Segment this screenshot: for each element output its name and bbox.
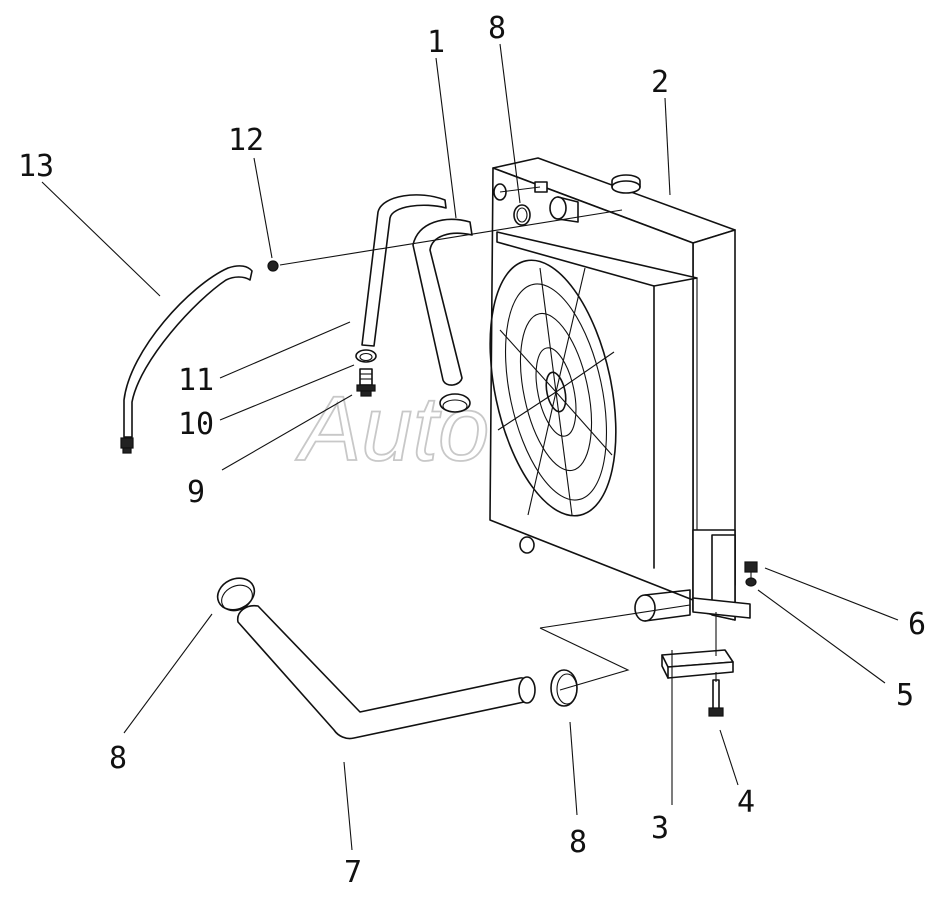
callout-11: 11 bbox=[178, 363, 214, 398]
callout-1: 1 bbox=[427, 25, 445, 60]
clamp-upper-small bbox=[493, 183, 531, 226]
washer-part-5 bbox=[745, 577, 757, 587]
clamp-lower-right bbox=[550, 669, 578, 707]
callout-8-left: 8 bbox=[109, 741, 127, 776]
radiator-assembly bbox=[489, 157, 751, 622]
callout-9: 9 bbox=[187, 475, 205, 510]
fitting-part-9 bbox=[356, 368, 376, 397]
callout-4: 4 bbox=[737, 785, 755, 820]
callout-6: 6 bbox=[908, 607, 926, 642]
callout-8-top: 8 bbox=[488, 11, 506, 46]
callout-10: 10 bbox=[178, 407, 214, 442]
bolt-part-4 bbox=[708, 679, 724, 717]
nut-part-6 bbox=[744, 561, 758, 573]
assembly-lines bbox=[279, 186, 752, 691]
callout-3: 3 bbox=[651, 811, 669, 846]
callouts: 1 2 3 4 5 6 7 8 8 8 9 10 11 12 13 bbox=[18, 11, 926, 890]
fan-guard bbox=[489, 259, 617, 517]
callout-5: 5 bbox=[896, 678, 914, 713]
leader-lines bbox=[41, 43, 899, 851]
hose-part-11 bbox=[361, 194, 447, 347]
clamp-part-10 bbox=[355, 349, 377, 363]
pad-part-3 bbox=[661, 649, 734, 679]
clamp-hose-1-bottom bbox=[439, 393, 471, 413]
callout-12: 12 bbox=[228, 123, 264, 158]
clamp-lower-left bbox=[216, 577, 256, 612]
lower-hose-part-7 bbox=[236, 604, 536, 740]
callout-13: 13 bbox=[18, 149, 54, 184]
callout-8-bottom: 8 bbox=[569, 825, 587, 860]
hose-part-13 bbox=[120, 265, 253, 454]
upper-hose-part-1 bbox=[412, 218, 473, 386]
callout-7: 7 bbox=[344, 855, 362, 890]
fitting-part-12 bbox=[267, 260, 279, 272]
callout-2: 2 bbox=[651, 65, 669, 100]
